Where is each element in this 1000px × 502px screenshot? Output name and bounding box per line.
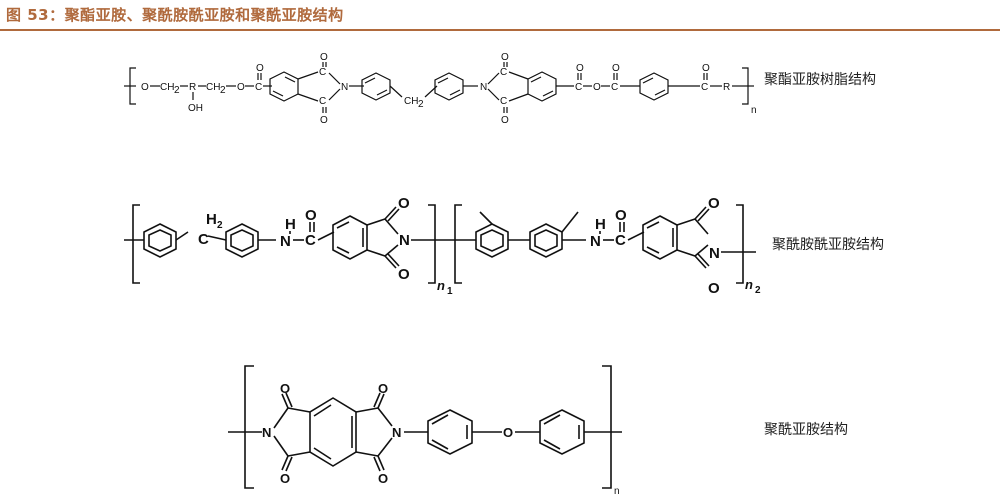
benzene-ring (434, 72, 464, 101)
title-underline (0, 29, 1000, 31)
label-polyesterimide: 聚酯亚胺树脂结构 (764, 72, 876, 88)
svg-text:2: 2 (217, 220, 223, 231)
atom-sub: 2 (418, 99, 424, 110)
polyamide-imide-structure: H 2 C H N C O O O N n 1 (124, 195, 761, 297)
svg-text:N: N (399, 232, 410, 249)
svg-text:C: C (198, 231, 209, 248)
svg-text:O: O (615, 207, 627, 224)
svg-text:2: 2 (755, 285, 761, 296)
atom-ch: CH (206, 82, 220, 93)
atom-o: O (237, 82, 245, 93)
atom-ch: CH (404, 96, 418, 107)
polyesterimide-structure: O CH 2 R OH CH 2 O C O C O C O N (124, 52, 757, 126)
atom-r: R (723, 82, 730, 93)
atom-o: O (256, 63, 264, 74)
atom-c: C (319, 96, 326, 107)
svg-text:n: n (437, 278, 445, 293)
svg-text:n: n (614, 486, 620, 497)
atom-sub: 2 (174, 85, 180, 96)
atom-o: O (612, 63, 620, 74)
svg-text:N: N (709, 245, 720, 262)
benzene-ring (269, 71, 299, 102)
svg-text:O: O (305, 207, 317, 224)
svg-text:O: O (503, 425, 513, 440)
svg-text:n: n (745, 277, 753, 292)
svg-text:O: O (280, 471, 290, 486)
atom-c: C (500, 96, 507, 107)
svg-text:O: O (378, 381, 388, 396)
atom-c: C (255, 82, 262, 93)
svg-text:H: H (206, 211, 217, 228)
benzene-ring (361, 72, 391, 101)
atom-r: R (189, 82, 196, 93)
atom-n: N (480, 82, 487, 93)
svg-text:C: C (305, 232, 316, 249)
label-polyimide: 聚酰亚胺结构 (764, 422, 848, 438)
svg-text:N: N (280, 233, 291, 250)
atom-o: O (320, 115, 328, 126)
svg-text:H: H (285, 216, 296, 233)
atom-c: C (319, 67, 326, 78)
polyimide-structure: N O O O O N O n (228, 365, 622, 497)
atom-o: O (593, 82, 601, 93)
svg-text:O: O (398, 266, 410, 283)
repeat-n: n (751, 105, 757, 116)
atom-c: C (611, 82, 618, 93)
atom-c: C (500, 67, 507, 78)
atom-o: O (501, 52, 509, 63)
atom-o: O (702, 63, 710, 74)
atom-sub: 2 (220, 85, 226, 96)
svg-text:O: O (280, 381, 290, 396)
benzene-ring (527, 71, 557, 102)
svg-text:O: O (378, 471, 388, 486)
atom-o: O (320, 52, 328, 63)
svg-text:H: H (595, 216, 606, 233)
atom-c: C (701, 82, 708, 93)
svg-text:N: N (262, 425, 271, 440)
atom-o: O (501, 115, 509, 126)
svg-text:O: O (708, 195, 720, 212)
atom-c: C (575, 82, 582, 93)
svg-text:O: O (398, 195, 410, 212)
benzene-ring (639, 72, 669, 101)
atom-o: O (576, 63, 584, 74)
atom-ch: CH (160, 82, 174, 93)
atom-oh: OH (188, 103, 203, 114)
atom-n: N (341, 82, 348, 93)
figure-title: 图 53：聚酯亚胺、聚酰胺酰亚胺和聚酰亚胺结构 (6, 6, 344, 24)
svg-text:1: 1 (447, 286, 453, 297)
svg-text:O: O (708, 280, 720, 297)
svg-text:N: N (392, 425, 401, 440)
label-polyamide-imide: 聚酰胺酰亚胺结构 (772, 237, 884, 253)
atom-o: O (141, 82, 149, 93)
svg-text:N: N (590, 233, 601, 250)
svg-text:C: C (615, 232, 626, 249)
